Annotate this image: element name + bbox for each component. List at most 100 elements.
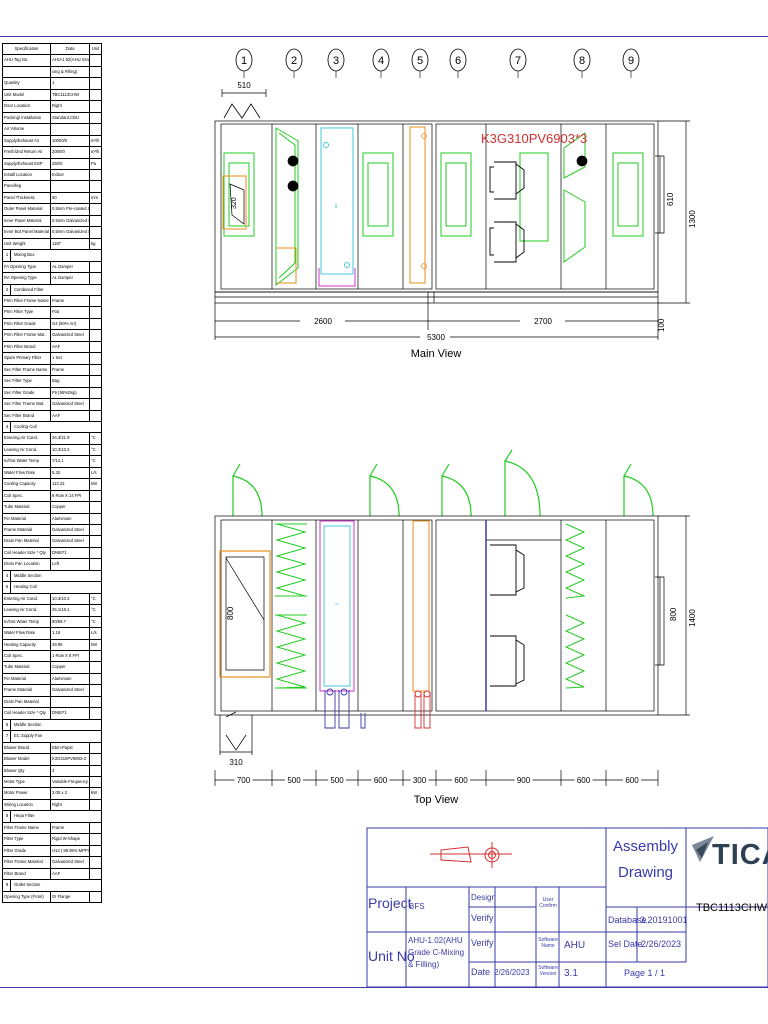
bottom-dimension-label: 600 <box>454 776 468 785</box>
spec-row: Panelling <box>2 180 102 193</box>
spec-value-cell: 0.5mm Galvanized Steel <box>50 214 90 228</box>
dim-label-bg <box>328 775 346 784</box>
section-number: 5 <box>417 55 423 67</box>
section-number: 9 <box>628 55 634 67</box>
spec-unit-cell: m³/h <box>89 134 102 148</box>
spec-unit-cell <box>89 329 102 342</box>
date-label: Date <box>471 967 491 977</box>
top-dim-800-left: 800 <box>226 606 235 620</box>
spec-section-title: Cooling Coil <box>14 423 37 429</box>
software-name-label: Software Name <box>538 937 558 949</box>
dim-320: 320 <box>231 197 238 209</box>
spec-unit-cell <box>89 409 102 422</box>
spec-section-number: 9 <box>4 880 11 890</box>
sel-date-label: Sel Date <box>608 939 643 949</box>
bottom-dimension-label: 600 <box>577 776 591 785</box>
filter-pleat <box>275 614 307 689</box>
spec-section-title: Middle Section <box>14 721 42 727</box>
dim-label-bg <box>410 775 429 784</box>
spec-value-cell: Galvanized Steel <box>50 398 90 411</box>
bottom-dimension-label: 300 <box>413 776 427 785</box>
verify-label-1: Verify <box>471 913 494 923</box>
spec-unit-cell <box>89 363 102 377</box>
spec-value-cell: AL Damper <box>50 260 90 274</box>
tica-logo: TICA <box>712 839 768 871</box>
section-number: 6 <box>455 55 461 67</box>
database-value: 3.20191001 <box>640 915 688 925</box>
unit-no-label: Unit No <box>368 948 415 964</box>
spec-unit-cell <box>89 398 102 411</box>
spec-value-cell: Galvanized Steel <box>50 535 90 548</box>
bottom-dimension-label: 900 <box>517 776 531 785</box>
spec-name-cell: Blower Model <box>2 753 51 766</box>
spec-value-cell: Standard,CBU <box>50 111 90 125</box>
assembly-drawing-title-line1: Assembly <box>613 838 679 855</box>
spec-value-cell: 1 Set <box>50 352 90 365</box>
filter-pleat <box>564 614 586 689</box>
spec-value-cell: AAF <box>50 340 90 354</box>
spec-value-cell: AL Damper <box>50 272 90 285</box>
bottom-dimension-label: 600 <box>374 776 388 785</box>
section-number: 1 <box>241 55 247 67</box>
spec-value-cell: 8 Row X 14 FPI <box>50 489 90 503</box>
dim-1300: 1300 <box>688 210 697 228</box>
section-number: 2 <box>291 55 297 67</box>
bottom-dimension-label: 500 <box>287 776 301 785</box>
spec-unit-cell: °C <box>89 455 102 468</box>
model-number: TBC1113CHW <box>696 902 768 914</box>
spec-row: xing & Filling) <box>2 65 102 79</box>
spec-row: Leaving Air Cond.10.3/10.3°C <box>2 443 102 457</box>
filter-pleat <box>564 523 586 599</box>
main-view-caption: Main View <box>411 348 462 360</box>
top-dim-310: 310 <box>229 758 243 767</box>
user-confirm-label: User Confirm <box>539 897 557 909</box>
project-label: Project <box>368 895 412 911</box>
spec-row: Prim Filter Frame Mat.Galvanized Steel <box>2 329 102 342</box>
spec-unit-cell <box>89 317 102 331</box>
dim-2600: 2600 <box>314 317 332 326</box>
spec-name-cell: Drain Pan Material <box>2 695 51 709</box>
spec-name-cell: Sec Filter Brand <box>2 409 51 422</box>
spec-unit-cell <box>89 352 102 365</box>
spec-value-cell: Flat <box>50 306 90 319</box>
spec-unit-cell <box>89 489 102 503</box>
spec-section-number: 6 <box>4 720 11 730</box>
dim-100: 100 <box>657 318 666 332</box>
spec-value-cell: 5.32 <box>50 466 90 480</box>
main-view: 510 320 K3G310PV6903*3 610 1300 100 <box>214 81 697 360</box>
spec-unit-cell: °C <box>89 615 102 629</box>
spec-unit-cell: kW <box>89 478 102 491</box>
dim-label-bg <box>285 775 303 784</box>
spec-unit-cell: °C <box>89 432 102 445</box>
spec-name-cell: Sec Filter Frame Name <box>2 363 51 377</box>
dim-610: 610 <box>666 192 675 206</box>
software-name-value: AHU <box>564 940 586 951</box>
spec-unit-cell: °C <box>89 443 102 457</box>
spec-unit-cell: m³/h <box>89 146 102 159</box>
software-version-value: 3.1 <box>564 968 578 979</box>
